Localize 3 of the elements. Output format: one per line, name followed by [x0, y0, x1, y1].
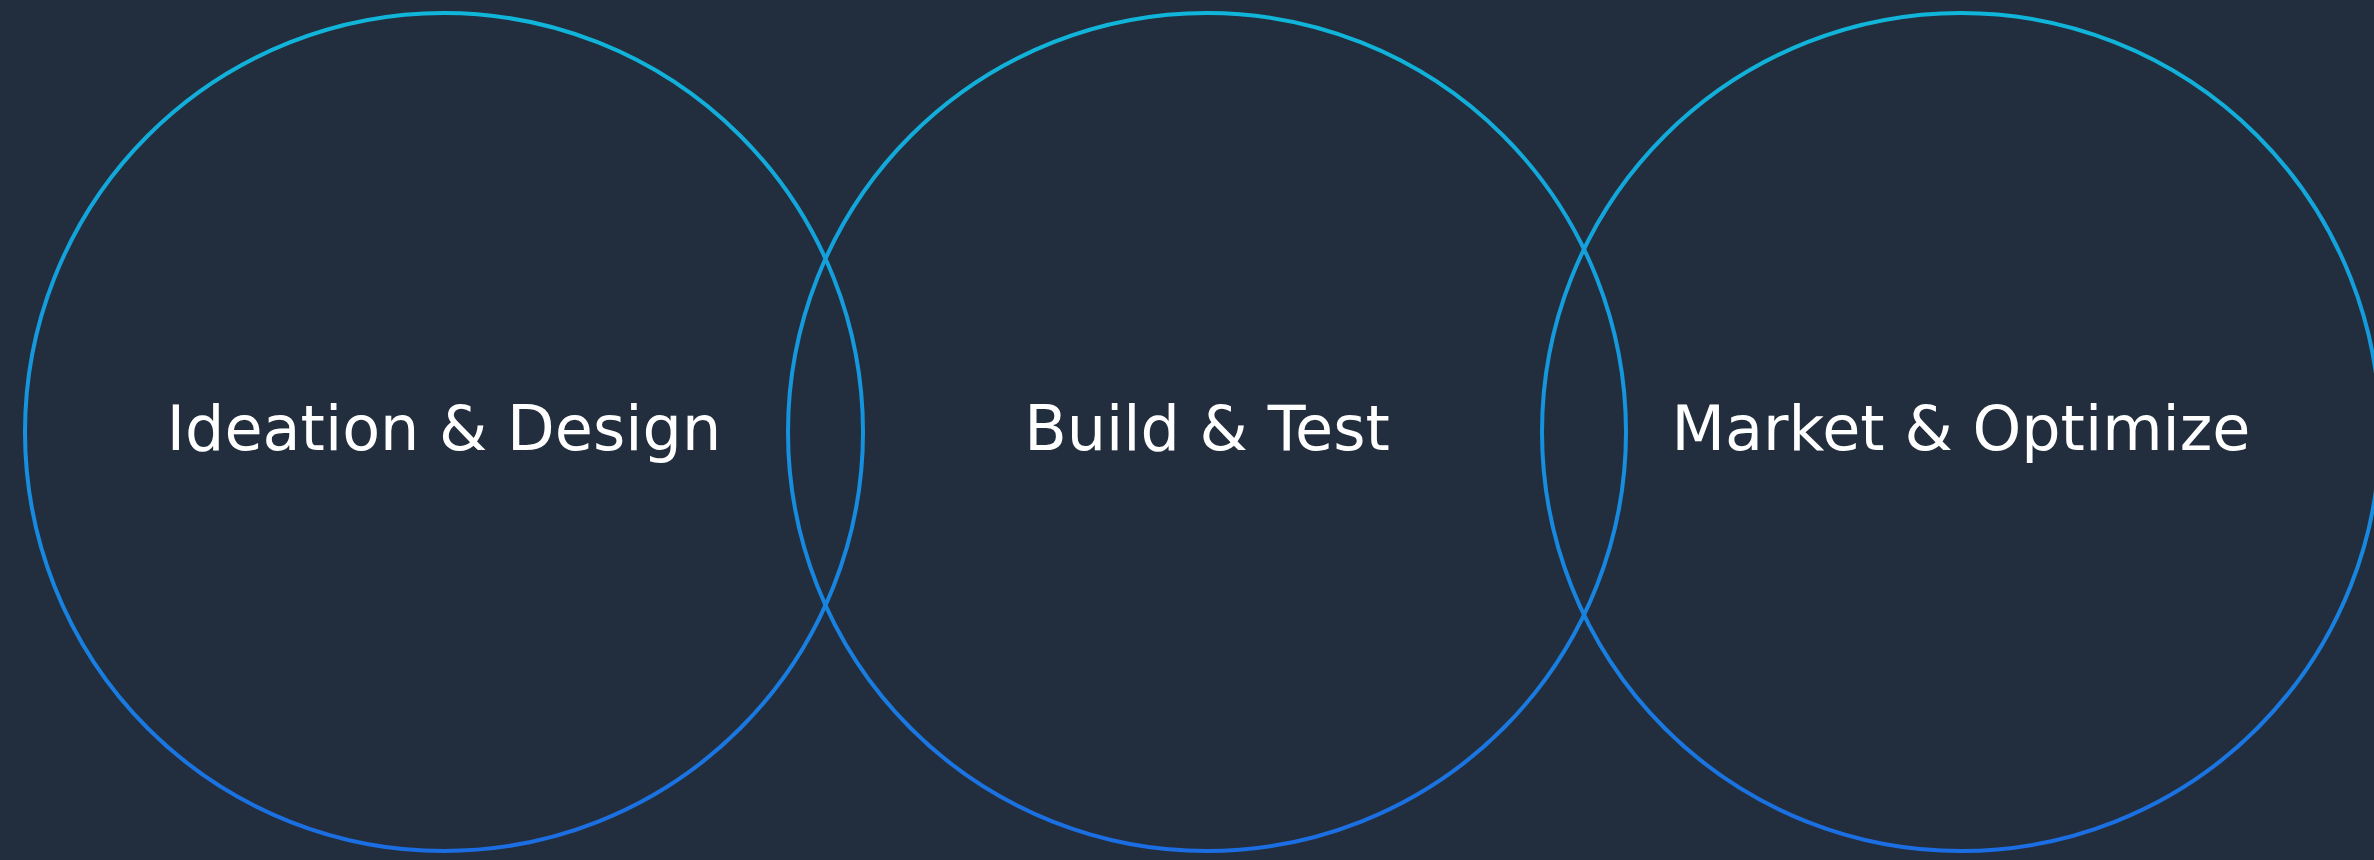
stage-label: Market & Optimize [1670, 392, 2252, 465]
stage-label: Ideation & Design [165, 392, 723, 465]
stage-label: Build & Test [1023, 392, 1391, 465]
